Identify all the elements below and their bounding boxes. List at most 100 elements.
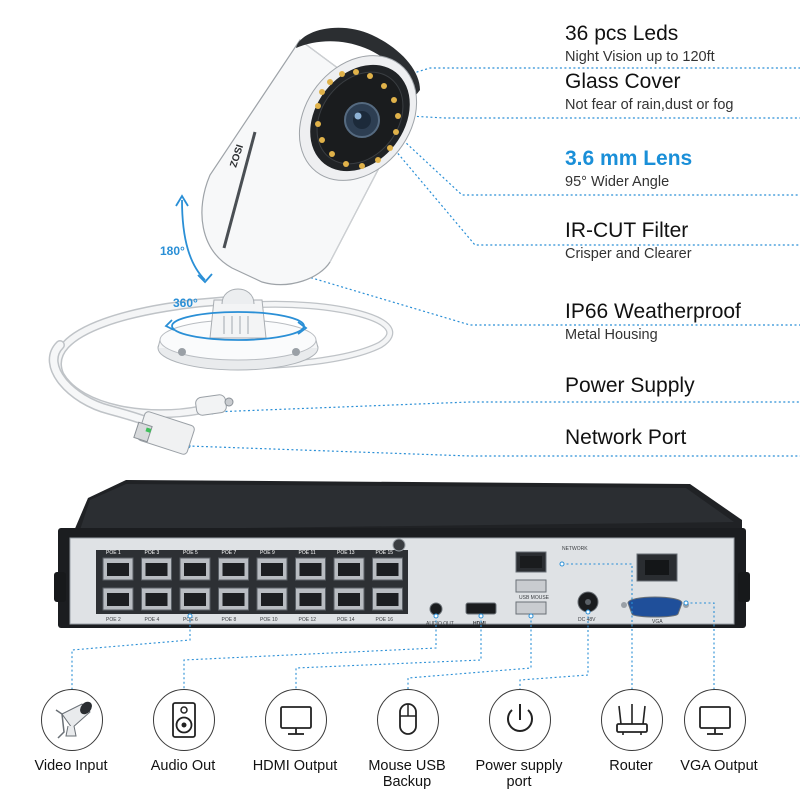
feature-title: IP66 Weatherproof bbox=[565, 300, 741, 323]
feature-subtitle: Night Vision up to 120ft bbox=[565, 49, 715, 65]
tilt-arrowhead bbox=[175, 194, 189, 207]
port-label-power-supply: Power supply port bbox=[475, 758, 563, 790]
port-line-usb bbox=[407, 616, 532, 690]
poe-port-grid: POE 1 POE 3 POE 5 POE 7 POE 9 POE 11 POE 13 POE… bbox=[102, 550, 403, 623]
feature-subtitle: 95° Wider Angle bbox=[565, 174, 670, 190]
feature-power-supply: Power Supply bbox=[565, 374, 795, 398]
feature-title: 36 pcs Leds bbox=[565, 22, 679, 45]
poe-port-label: POE 1 bbox=[106, 550, 121, 556]
poe-port-socket bbox=[222, 593, 245, 606]
tilt-label: 180° bbox=[160, 244, 185, 258]
power-connector bbox=[195, 394, 234, 416]
port-line-video bbox=[71, 616, 191, 690]
poe-port-socket bbox=[376, 593, 399, 606]
port-line-power bbox=[519, 612, 589, 690]
callout-line-power bbox=[211, 401, 800, 413]
monitor-icon bbox=[280, 706, 312, 735]
feature-ip66: IP66 Weatherproof Metal Housing bbox=[565, 300, 795, 344]
callout-line-lens bbox=[389, 127, 800, 196]
port-lines bbox=[71, 563, 715, 690]
nvr-recorder: POE 1 POE 3 POE 5 POE 7 POE 9 POE 11 POE 13 POE… bbox=[54, 480, 750, 628]
poe-port-socket bbox=[145, 593, 168, 606]
port-line-audio bbox=[183, 616, 437, 690]
pan-label: 360° bbox=[173, 296, 198, 310]
port-label-hdmi-output: HDMI Output bbox=[252, 758, 338, 774]
poe-port-socket bbox=[222, 563, 245, 576]
nvr-label-network: NETWORK bbox=[562, 546, 588, 552]
poe-port-label: POE 6 bbox=[183, 617, 198, 623]
power-icon bbox=[507, 704, 533, 732]
poe-port-socket bbox=[261, 593, 283, 606]
poe-port-label: POE 13 bbox=[337, 550, 355, 556]
nvr-label-usb: USB MOUSE bbox=[519, 595, 550, 601]
feature-glass-cover: Glass Cover Not fear of rain,dust or fog bbox=[565, 70, 795, 114]
port-line-hdmi bbox=[295, 616, 482, 690]
router-icon-circle bbox=[601, 689, 663, 751]
port-label-vga-output: VGA Output bbox=[680, 758, 758, 774]
poe-port-label: POE 10 bbox=[260, 617, 278, 623]
nvr-label-audio: AUDIO OUT bbox=[426, 621, 454, 627]
feature-network-port: Network Port bbox=[565, 426, 795, 450]
poe-port-label: POE 9 bbox=[260, 550, 275, 556]
port-label-mouse-usb: Mouse USB Backup bbox=[368, 758, 446, 790]
poe-port-socket bbox=[107, 593, 129, 606]
rotation-indicators bbox=[164, 194, 308, 341]
poe-port-socket bbox=[299, 593, 322, 606]
feature-subtitle: Not fear of rain,dust or fog bbox=[565, 97, 734, 113]
poe-port-label: POE 3 bbox=[145, 550, 160, 556]
feature-title: Power Supply bbox=[565, 374, 695, 397]
tilt-arc bbox=[181, 199, 206, 281]
poe-port-label: POE 4 bbox=[145, 617, 160, 623]
router-icon bbox=[616, 704, 648, 735]
network-connector bbox=[133, 411, 195, 455]
power-supply-icon-circle bbox=[489, 689, 551, 751]
port-label-router: Router bbox=[609, 758, 653, 774]
callout-line-ip66 bbox=[284, 269, 800, 326]
poe-port-label: POE 16 bbox=[376, 617, 394, 623]
poe-port-label: POE 7 bbox=[222, 550, 237, 556]
video-input-icon-circle bbox=[41, 689, 103, 751]
poe-port-label: POE 8 bbox=[222, 617, 237, 623]
port-label-video-input: Video Input bbox=[34, 758, 108, 774]
hdmi-output-icon-circle bbox=[265, 689, 327, 751]
vga-output-icon-circle bbox=[684, 689, 746, 751]
port-line-vga bbox=[686, 602, 715, 690]
poe-port-socket bbox=[338, 563, 360, 576]
poe-port-label: POE 11 bbox=[299, 550, 316, 556]
speaker-icon bbox=[172, 702, 196, 738]
poe-port-socket bbox=[184, 593, 206, 606]
audio-out-icon-circle bbox=[153, 689, 215, 751]
nvr-label-dc: DC 48V bbox=[578, 617, 596, 623]
feature-lens: 3.6 mm Lens 95° Wider Angle bbox=[565, 147, 795, 191]
mouse-icon bbox=[399, 703, 417, 735]
feature-subtitle: Crisper and Clearer bbox=[565, 246, 692, 262]
poe-port-socket bbox=[299, 563, 322, 576]
poe-port-socket bbox=[184, 563, 206, 576]
feature-ir-cut: IR-CUT Filter Crisper and Clearer bbox=[565, 219, 795, 263]
mouse-usb-icon-circle bbox=[377, 689, 439, 751]
nvr-label-hdmi: HDMI bbox=[473, 621, 486, 627]
poe-port-label: POE 5 bbox=[183, 550, 198, 556]
feature-subtitle: Metal Housing bbox=[565, 327, 658, 343]
callout-line-glass bbox=[371, 113, 800, 119]
poe-port-label: POE 14 bbox=[337, 617, 355, 623]
bullet-camera bbox=[201, 27, 420, 286]
callout-line-ircut bbox=[394, 149, 800, 246]
feature-leds: 36 pcs Leds Night Vision up to 120ft bbox=[565, 22, 795, 66]
feature-title: Network Port bbox=[565, 426, 687, 449]
feature-title: 3.6 mm Lens bbox=[565, 147, 693, 170]
poe-port-socket bbox=[107, 563, 129, 576]
nvr-label-vga: VGA bbox=[652, 619, 663, 625]
port-line-router bbox=[562, 563, 633, 690]
feature-title: Glass Cover bbox=[565, 70, 681, 93]
poe-port-socket bbox=[145, 563, 168, 576]
poe-port-label: POE 15 bbox=[376, 550, 394, 556]
poe-port-label: POE 12 bbox=[299, 617, 317, 623]
poe-port-label: POE 2 bbox=[106, 617, 121, 623]
feature-title: IR-CUT Filter bbox=[565, 219, 689, 242]
poe-port-socket bbox=[376, 563, 399, 576]
poe-port-socket bbox=[261, 563, 283, 576]
poe-port-socket bbox=[338, 593, 360, 606]
